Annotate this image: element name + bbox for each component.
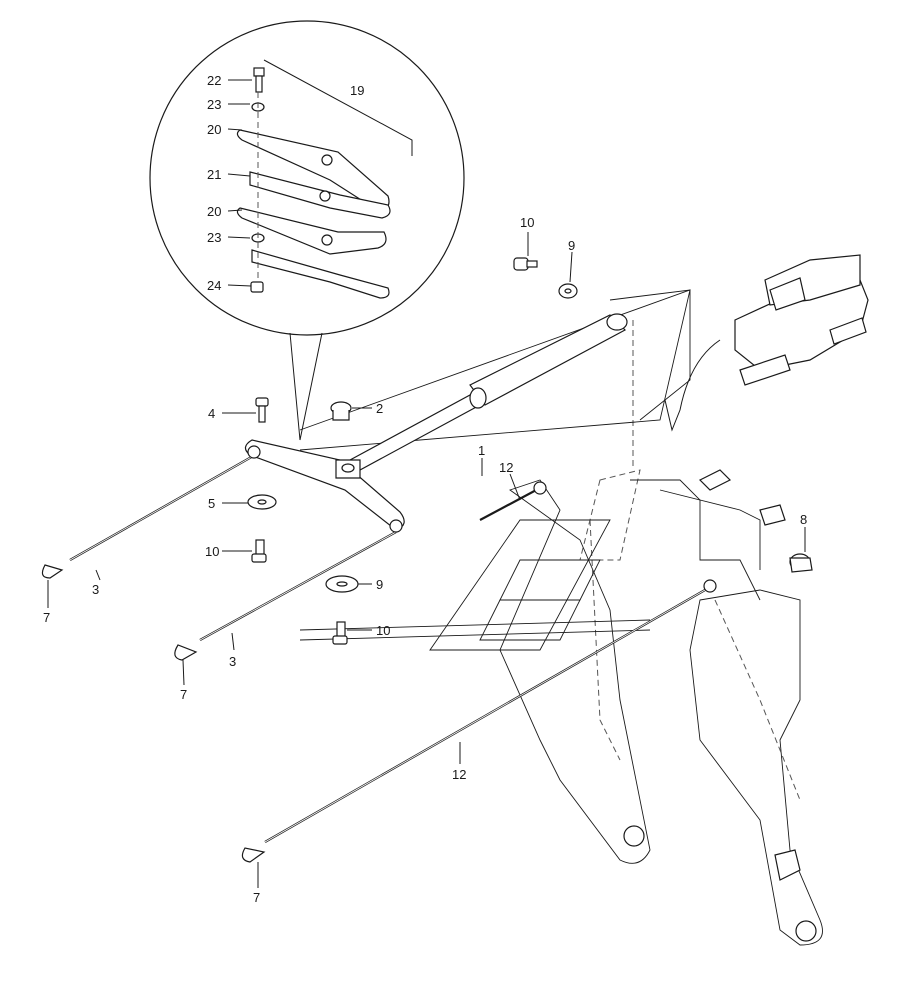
label-5: 5 (208, 496, 215, 511)
label-4: 4 (208, 406, 215, 421)
label-24: 24 (207, 278, 221, 293)
label-8: 8 (800, 512, 807, 527)
label-1: 1 (478, 443, 485, 458)
label-12-top: 12 (499, 460, 513, 475)
label-3-left: 3 (92, 582, 99, 597)
machine-thumbnail (664, 254, 869, 432)
label-10-top: 10 (520, 215, 534, 230)
label-21: 21 (207, 167, 221, 182)
label-19: 19 (350, 83, 364, 98)
cables (41, 445, 717, 863)
hardware (247, 257, 813, 645)
label-20-bottom: 20 (207, 204, 221, 219)
label-22: 22 (207, 73, 221, 88)
label-20-top: 20 (207, 122, 221, 137)
label-10-bottom: 10 (376, 623, 390, 638)
label-7-bottom: 7 (253, 890, 260, 905)
label-7-mid: 7 (180, 687, 187, 702)
label-10-mid: 10 (205, 544, 219, 559)
link-bar (244, 439, 405, 531)
label-2: 2 (376, 401, 383, 416)
hydraulic-cylinder (349, 313, 628, 471)
label-23-bottom: 23 (207, 230, 221, 245)
label-9-top: 9 (568, 238, 575, 253)
part-labels: 22 23 20 21 20 23 24 19 10 9 4 2 1 12 5 … (43, 73, 807, 905)
label-12-bottom: 12 (452, 767, 466, 782)
leader-lines (47, 79, 806, 888)
label-9-mid: 9 (376, 577, 383, 592)
detail-parts (236, 59, 413, 299)
label-23-top: 23 (207, 97, 221, 112)
detail-callout (149, 20, 465, 441)
label-7-left: 7 (43, 610, 50, 625)
label-3-right: 3 (229, 654, 236, 669)
background-frame (299, 289, 823, 946)
